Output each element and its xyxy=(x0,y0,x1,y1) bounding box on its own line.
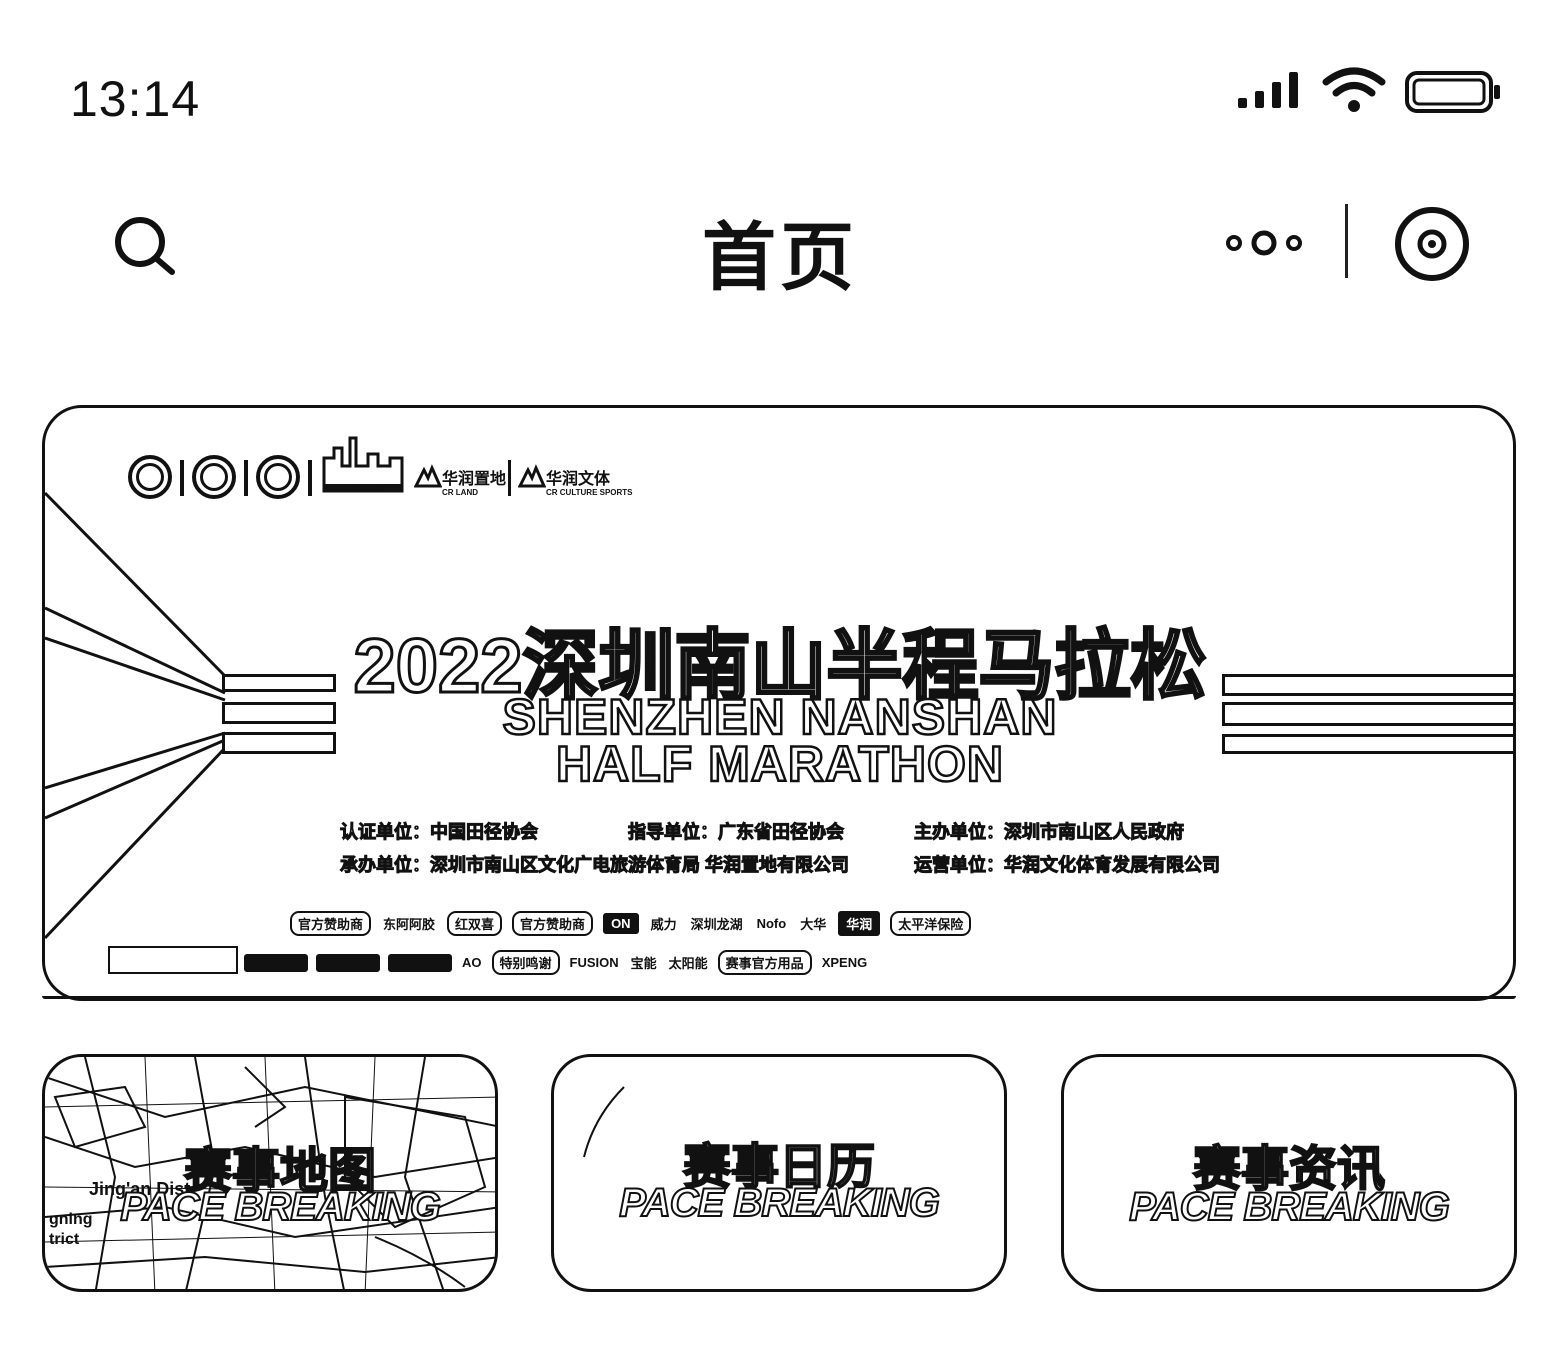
banner-lines xyxy=(45,491,227,940)
banner-title-en-line2: HALF MARATHON xyxy=(555,735,1005,794)
card-subtitle: PACE BREAKING xyxy=(618,1180,941,1226)
org-operator: 运营单位：华润文化体育发展有限公司 xyxy=(914,855,1221,876)
card-subtitle: PACE BREAKING xyxy=(1128,1184,1451,1230)
logo-divider xyxy=(180,460,184,496)
close-capsule-icon[interactable] xyxy=(1393,205,1471,283)
stripe-right xyxy=(1222,674,1516,696)
logo-nanshan-runner: NANSHAN RUNNER xyxy=(320,436,406,496)
map-label: gning xyxy=(49,1211,93,1228)
sponsor-logo: AO xyxy=(460,954,484,971)
race-news-card[interactable]: 赛事资讯 PACE BREAKING xyxy=(1061,1054,1517,1292)
logo-cr-culture-sports: 华润文体 CR CULTURE SPORTS xyxy=(518,456,633,498)
org-host: 主办单位：深圳市南山区人民政府 xyxy=(914,822,1185,843)
org-organizer: 承办单位：深圳市南山区文化广电旅游体育局 华润置地有限公司 xyxy=(340,855,850,876)
logo-seal-3 xyxy=(256,455,300,499)
sponsor-logo xyxy=(244,953,308,972)
sponsor-row-1: 官方赞助商 东阿阿胶 红双喜 官方赞助商 ON 威力 深圳龙湖 Nofo 大华 … xyxy=(290,911,972,936)
sponsor-logo: 深圳龙湖 xyxy=(688,913,745,934)
logo-seal-1 xyxy=(128,455,172,499)
stripe-left xyxy=(222,674,336,692)
org-guide: 指导单位：广东省田径协会 xyxy=(628,822,845,843)
stripe-left xyxy=(222,702,336,724)
card-title: 赛事资讯 xyxy=(1192,1142,1386,1197)
map-label: trict xyxy=(49,1231,80,1248)
banner-title-en-line1: SHENZHEN NANSHAN xyxy=(501,688,1058,747)
sponsor-placeholder xyxy=(108,946,238,974)
org-certify: 认证单位：中国田径协会 xyxy=(340,822,539,843)
logo-divider xyxy=(308,460,312,496)
map-background xyxy=(45,1057,495,1289)
stripe-right xyxy=(1222,702,1516,726)
sponsor-logo: XPENG xyxy=(819,954,870,971)
status-time: 13:14 xyxy=(70,71,201,127)
sponsor-logo: 大华 xyxy=(798,913,829,934)
logo-seal-2 xyxy=(192,455,236,499)
sponsor-logo: 红双喜 xyxy=(447,911,503,936)
wifi-icon xyxy=(1322,67,1386,112)
card-title: 赛事日历 xyxy=(682,1140,876,1195)
logo-cr-land: 华润置地 CR LAND xyxy=(414,456,506,498)
map-label: Jing'an Dist xyxy=(89,1179,191,1199)
race-calendar-card[interactable]: 赛事日历 PACE BREAKING xyxy=(551,1054,1007,1292)
logo-divider xyxy=(244,460,248,496)
banner-title-cn: 2022深圳南山半程马拉松 xyxy=(352,623,1208,711)
card-subtitle: PACE BREAKING xyxy=(119,1184,442,1230)
battery-icon xyxy=(1405,71,1500,113)
stripe-right xyxy=(1222,734,1516,754)
sponsor-logo: 太平洋保险 xyxy=(890,911,972,936)
race-map-card[interactable]: Jing'an Dist gning trict 赛事地图 PACE BREAK… xyxy=(42,1054,498,1292)
sponsor-logo: 赛事官方用品 xyxy=(717,950,812,975)
page-title: 首页 xyxy=(702,216,858,299)
sponsor-logo: 官方赞助商 xyxy=(512,911,594,936)
banner-shadow xyxy=(42,996,1516,999)
sponsor-logo: 威力 xyxy=(648,913,679,934)
sponsor-logo: 太阳能 xyxy=(666,952,710,973)
sponsor-logo: 东阿阿胶 xyxy=(381,913,438,934)
sponsor-logo: 特别鸣谢 xyxy=(491,950,560,975)
logo-divider xyxy=(508,460,511,496)
more-icon[interactable] xyxy=(1226,230,1304,256)
sponsor-logo xyxy=(316,953,380,972)
search-icon[interactable] xyxy=(112,214,178,280)
sponsor-logo: 官方赞助商 xyxy=(290,911,372,936)
sponsor-logo xyxy=(388,953,452,972)
card-title: 赛事地图 xyxy=(183,1144,377,1199)
sponsor-logo: 宝能 xyxy=(628,952,659,973)
sponsor-logo: ON xyxy=(603,913,639,934)
signal-icon xyxy=(1238,72,1298,108)
sponsor-row-2: AO 特别鸣谢 FUSION 宝能 太阳能 赛事官方用品 XPENG xyxy=(244,950,870,975)
card-decoration xyxy=(583,1086,625,1158)
sponsor-logo: FUSION xyxy=(567,954,621,971)
stripe-left xyxy=(222,732,336,754)
nav-divider xyxy=(1345,204,1348,278)
sponsor-logo: 华润 xyxy=(838,911,881,936)
sponsor-logo: Nofo xyxy=(754,915,789,932)
